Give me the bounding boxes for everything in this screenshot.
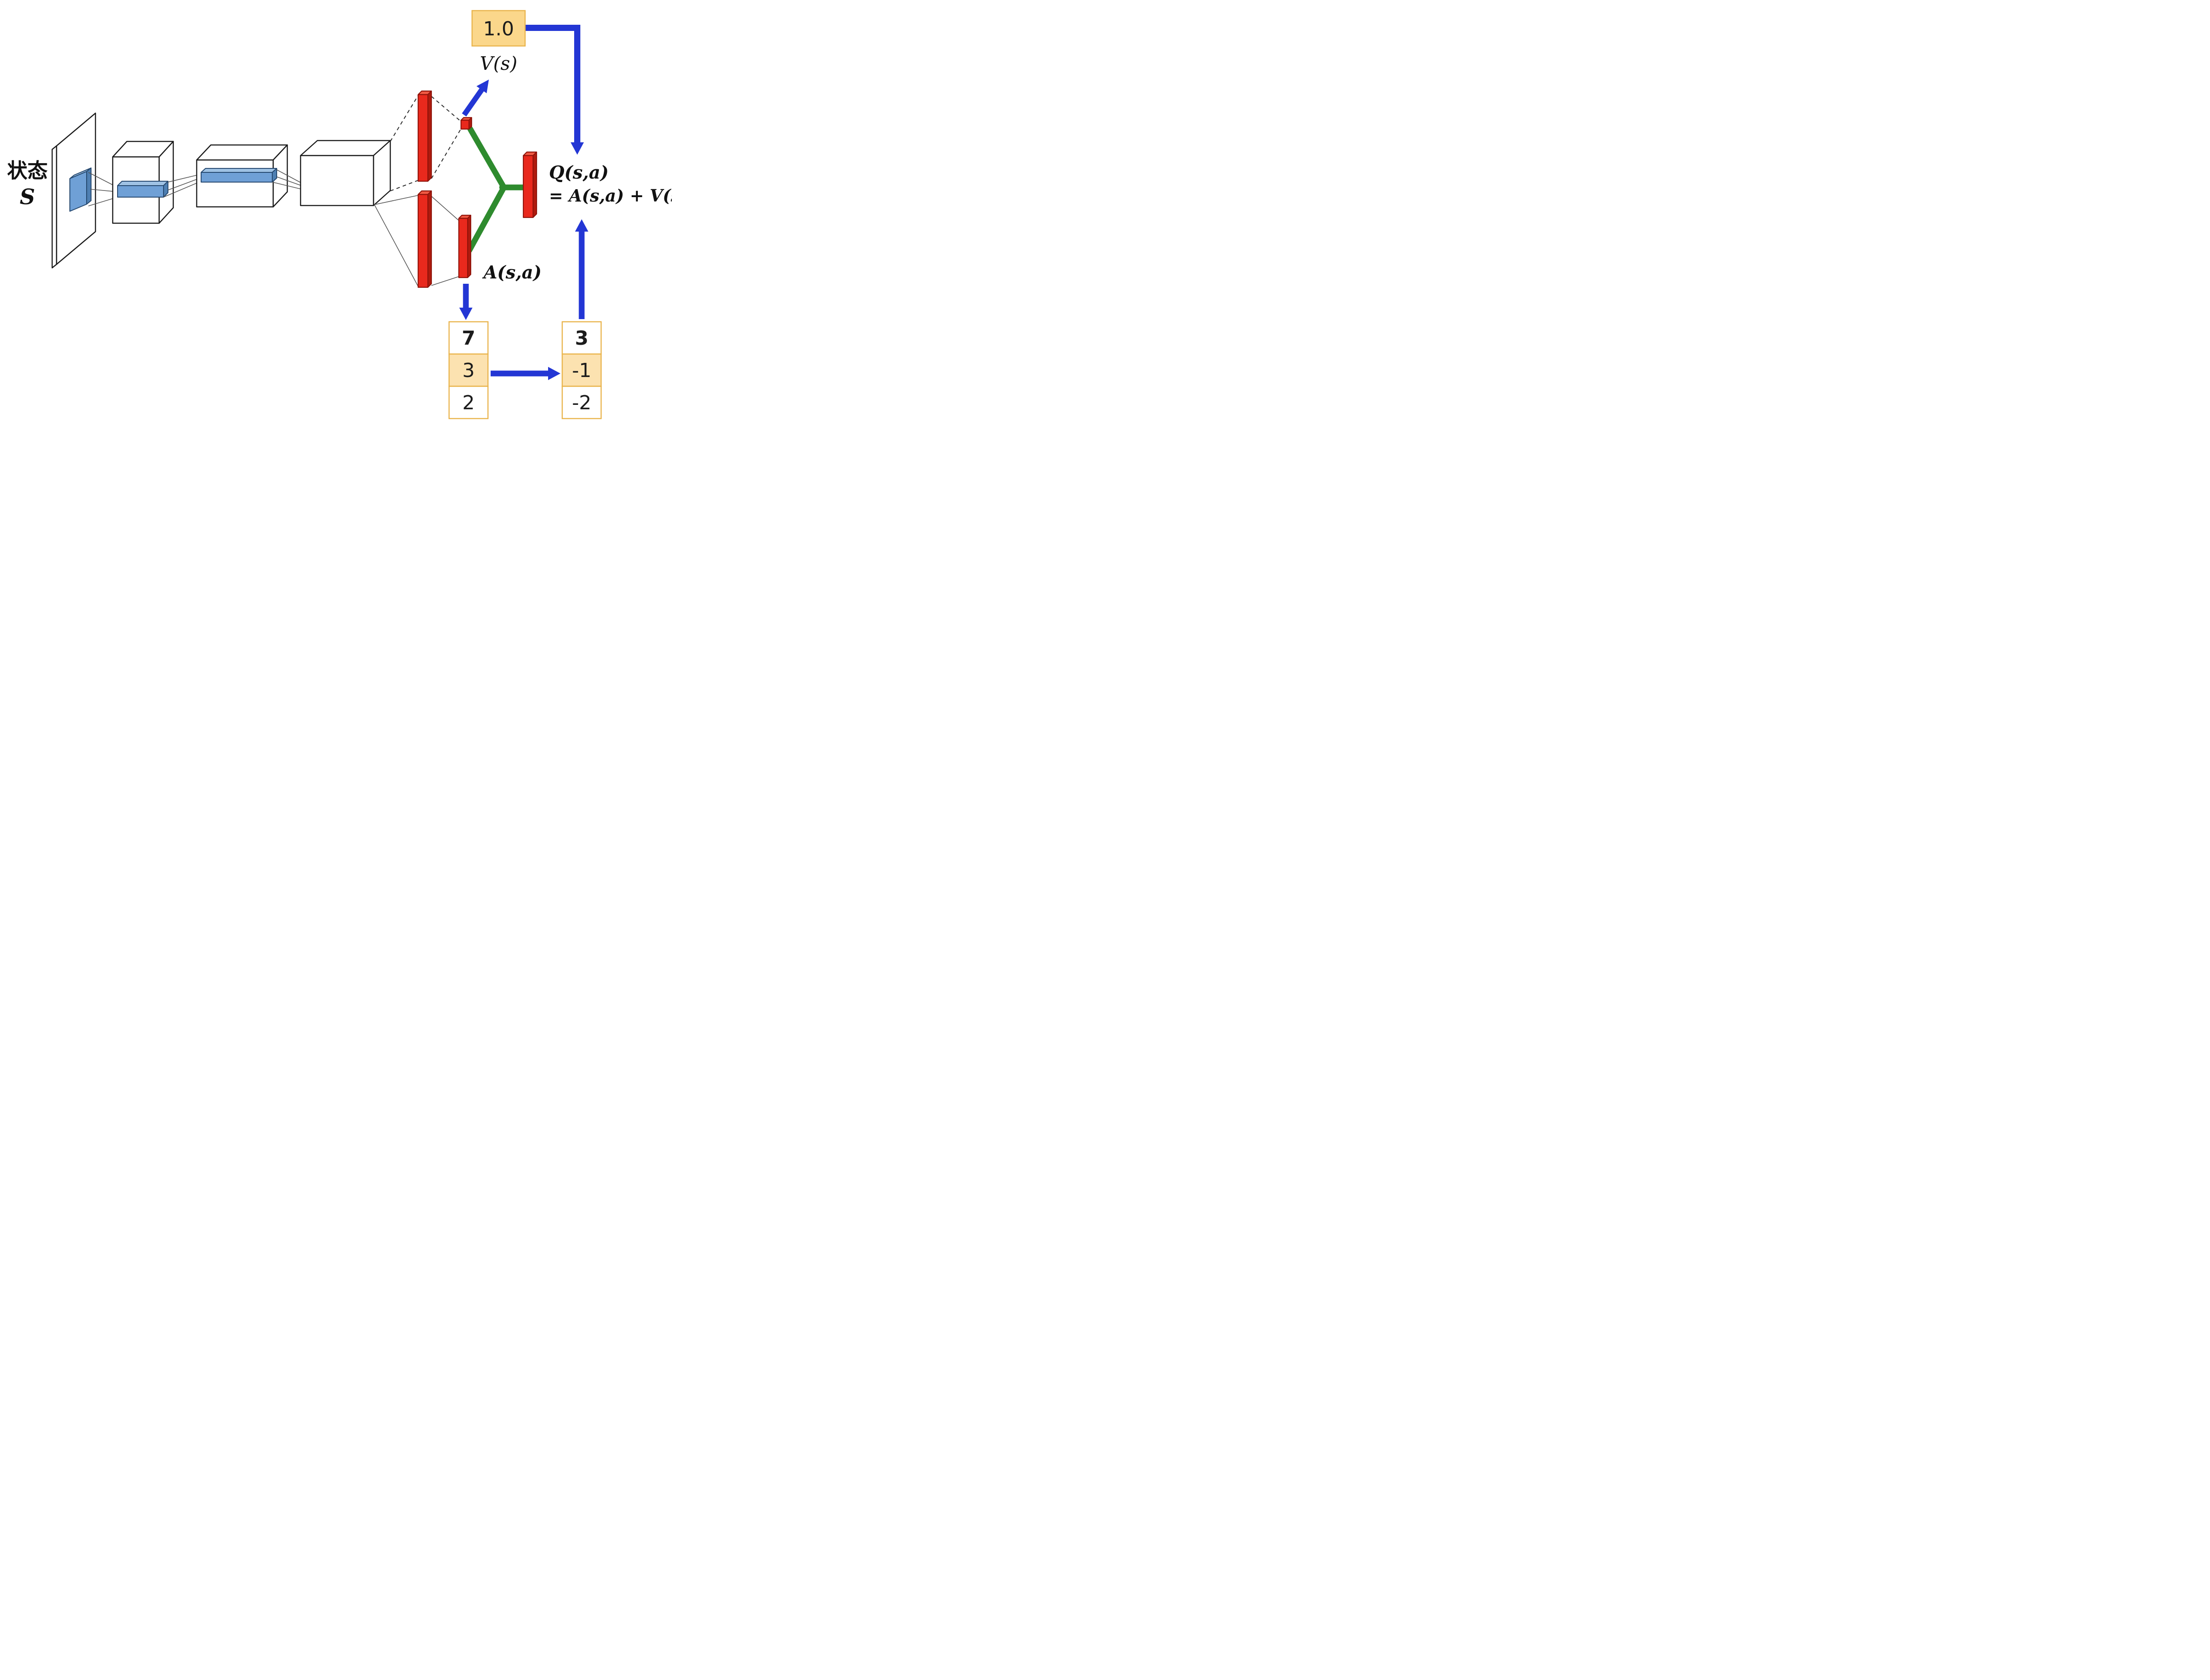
q-value-0: 3 — [575, 327, 589, 350]
conv2-slab-front — [201, 172, 273, 183]
arrow-to-value-label — [462, 80, 489, 117]
advantage-value-1: 3 — [462, 359, 475, 382]
value-node — [460, 117, 472, 130]
q-output-bar — [522, 151, 537, 218]
conv2-top — [196, 144, 288, 161]
arrow-scalar-to-q — [525, 25, 584, 155]
q-table-cell — [561, 385, 602, 419]
conv2-front — [196, 159, 274, 208]
state-label: 状态 S — [7, 159, 48, 210]
advantage-table-cell-highlighted — [448, 353, 489, 387]
input-patch-front — [69, 171, 87, 212]
q-table-cell — [561, 321, 602, 355]
advantage-table: 7 3 2 — [448, 321, 489, 419]
arrow-advantage-to-table — [459, 284, 472, 320]
input-patch — [69, 168, 91, 212]
advantage-function-label: A(s,a) — [482, 262, 541, 283]
q-value-1: -1 — [572, 359, 591, 382]
value-scalar-text: 1.0 — [483, 18, 514, 40]
conv2-slab-top — [201, 168, 277, 173]
q-value-2: -2 — [572, 392, 591, 414]
fan-conv2-fc — [272, 169, 302, 190]
advantage-table-cell — [448, 321, 489, 355]
merge-connector — [466, 126, 527, 253]
fan-conv1-conv2 — [163, 174, 202, 198]
conv1-slab-top — [117, 181, 168, 186]
conv1-box — [112, 141, 174, 224]
arrow-table-to-table — [491, 367, 560, 380]
value-scalar-box: 1.0 — [471, 10, 526, 47]
diagram-canvas: 状态 S — [7, 10, 672, 419]
state-label-cjk: 状态 — [7, 159, 48, 183]
conv1-slab-front — [117, 185, 164, 198]
q-label-line1: Q(s,a) — [549, 162, 609, 183]
advantage-value-2: 2 — [462, 392, 475, 414]
advantage-hidden-bar — [417, 190, 432, 288]
dashed-value-stream — [390, 95, 461, 191]
solid-advantage-stream — [374, 195, 459, 287]
conv2-box — [196, 144, 288, 208]
q-table: 3 -1 -2 — [561, 321, 602, 419]
fc-box — [300, 140, 391, 206]
advantage-output-bar — [458, 214, 472, 278]
dueling-dqn-diagram: 状态 S — [0, 0, 672, 420]
value-function-label: V(s) — [480, 53, 518, 74]
value-hidden-bar — [417, 90, 432, 182]
q-equation-label: Q(s,a) = A(s,a) + V(s) — [549, 162, 672, 206]
input-frame-side — [51, 145, 57, 269]
q-label-line2: = A(s,a) + V(s) — [549, 186, 672, 206]
advantage-table-cell — [448, 385, 489, 419]
advantage-value-0: 7 — [462, 327, 476, 350]
fc-box-front — [300, 155, 374, 206]
state-label-symbol: S — [20, 185, 35, 210]
arrow-table-to-q — [575, 219, 588, 319]
